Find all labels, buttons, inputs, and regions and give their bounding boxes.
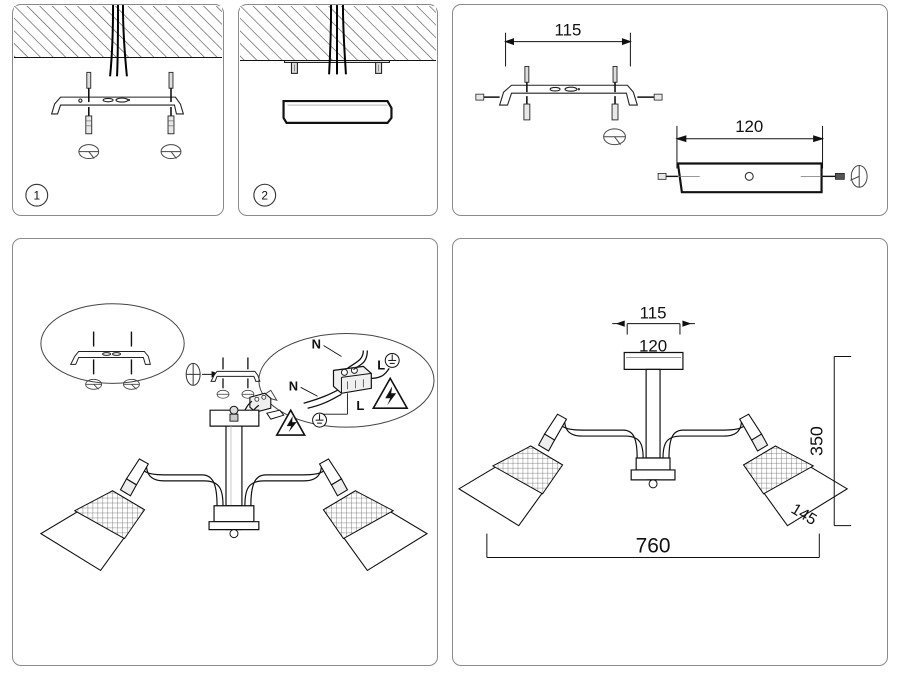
screwdriver-icon [185, 362, 201, 386]
lamp-shade-left [457, 413, 568, 527]
wire-label-n-top: N [312, 336, 321, 351]
dimension-120-canopy: 120 [735, 117, 763, 136]
panel-parts-dimensions: 115 [452, 4, 888, 216]
wire-label-l-top: L [377, 357, 385, 372]
panel-finished-dimensions: 115 120 [452, 238, 888, 666]
step-badge-2-label: 2 [261, 189, 268, 203]
bracket-dimension [504, 32, 632, 67]
dimension-115-group [612, 320, 695, 335]
bracket-small [210, 357, 261, 399]
dimension-350-height: 350 [806, 426, 826, 456]
bracket-callout [40, 303, 185, 390]
dimension-115-fixture: 115 [640, 304, 667, 323]
side-screw-icon [657, 173, 845, 180]
terminal-block [332, 365, 372, 394]
step-badge-2: 2 [253, 183, 277, 207]
ceiling-hatch [239, 6, 437, 61]
screwdriver-icon [78, 144, 182, 160]
mounting-bracket [50, 96, 185, 115]
parts-dimension-drawing: 115 [475, 21, 868, 194]
fixture-dimension-drawing: 115 120 [457, 304, 852, 559]
lamp-shade-right [318, 458, 429, 572]
hazard-triangle-icon [275, 408, 306, 436]
hazard-triangle-icon [371, 376, 409, 410]
dimension-115-bracket: 115 [555, 21, 582, 40]
base-elevation [630, 457, 676, 489]
wire-label-l-bottom: L [356, 398, 364, 413]
dimension-760-width: 760 [636, 535, 671, 558]
lamp-shade-right [738, 413, 849, 527]
screw-icon [86, 71, 174, 103]
ground-symbol-icon [312, 352, 400, 428]
panel-step-2: 2 [238, 4, 438, 216]
canopy-plate [282, 100, 393, 124]
panel-assembly-wiring: N L N L [12, 238, 438, 666]
wire-label-n-bottom: N [289, 378, 298, 393]
lamp-arm-right [662, 415, 749, 458]
connector-at-stem [240, 392, 285, 424]
panel-step-1: 1 [12, 4, 224, 216]
dimension-350-group [833, 355, 852, 527]
wiring-callout: N L N L [258, 333, 435, 428]
assembly-wiring-drawing: N L N L [39, 303, 435, 572]
supply-cables [109, 5, 128, 77]
screw-icon [523, 65, 619, 121]
wall-anchor-icon [85, 107, 175, 135]
dimension-120-fixture: 120 [639, 336, 667, 355]
side-screw-icon [475, 93, 663, 101]
wires [303, 350, 390, 409]
screwdriver-icon [850, 164, 868, 188]
lamp-arm-right [244, 459, 329, 506]
bracket-part [498, 84, 639, 106]
step-badge-1-label: 1 [33, 189, 40, 203]
supply-cables [328, 5, 347, 75]
step-2-drawing: 2 [239, 5, 437, 207]
screwdriver-icon [603, 128, 626, 146]
lamp-shade-left [39, 458, 150, 572]
stem-elevation [645, 368, 661, 459]
canopy-dimension [675, 125, 825, 169]
canopy-part [676, 162, 823, 194]
fixture-assembly [39, 405, 429, 572]
step-1-drawing: 1 [13, 5, 223, 207]
canopy-elevation [623, 351, 684, 370]
lamp-arm-left [139, 459, 224, 506]
step-badge-1: 1 [25, 183, 49, 207]
lamp-arm-left [557, 415, 644, 458]
dimension-760-group [486, 533, 820, 559]
